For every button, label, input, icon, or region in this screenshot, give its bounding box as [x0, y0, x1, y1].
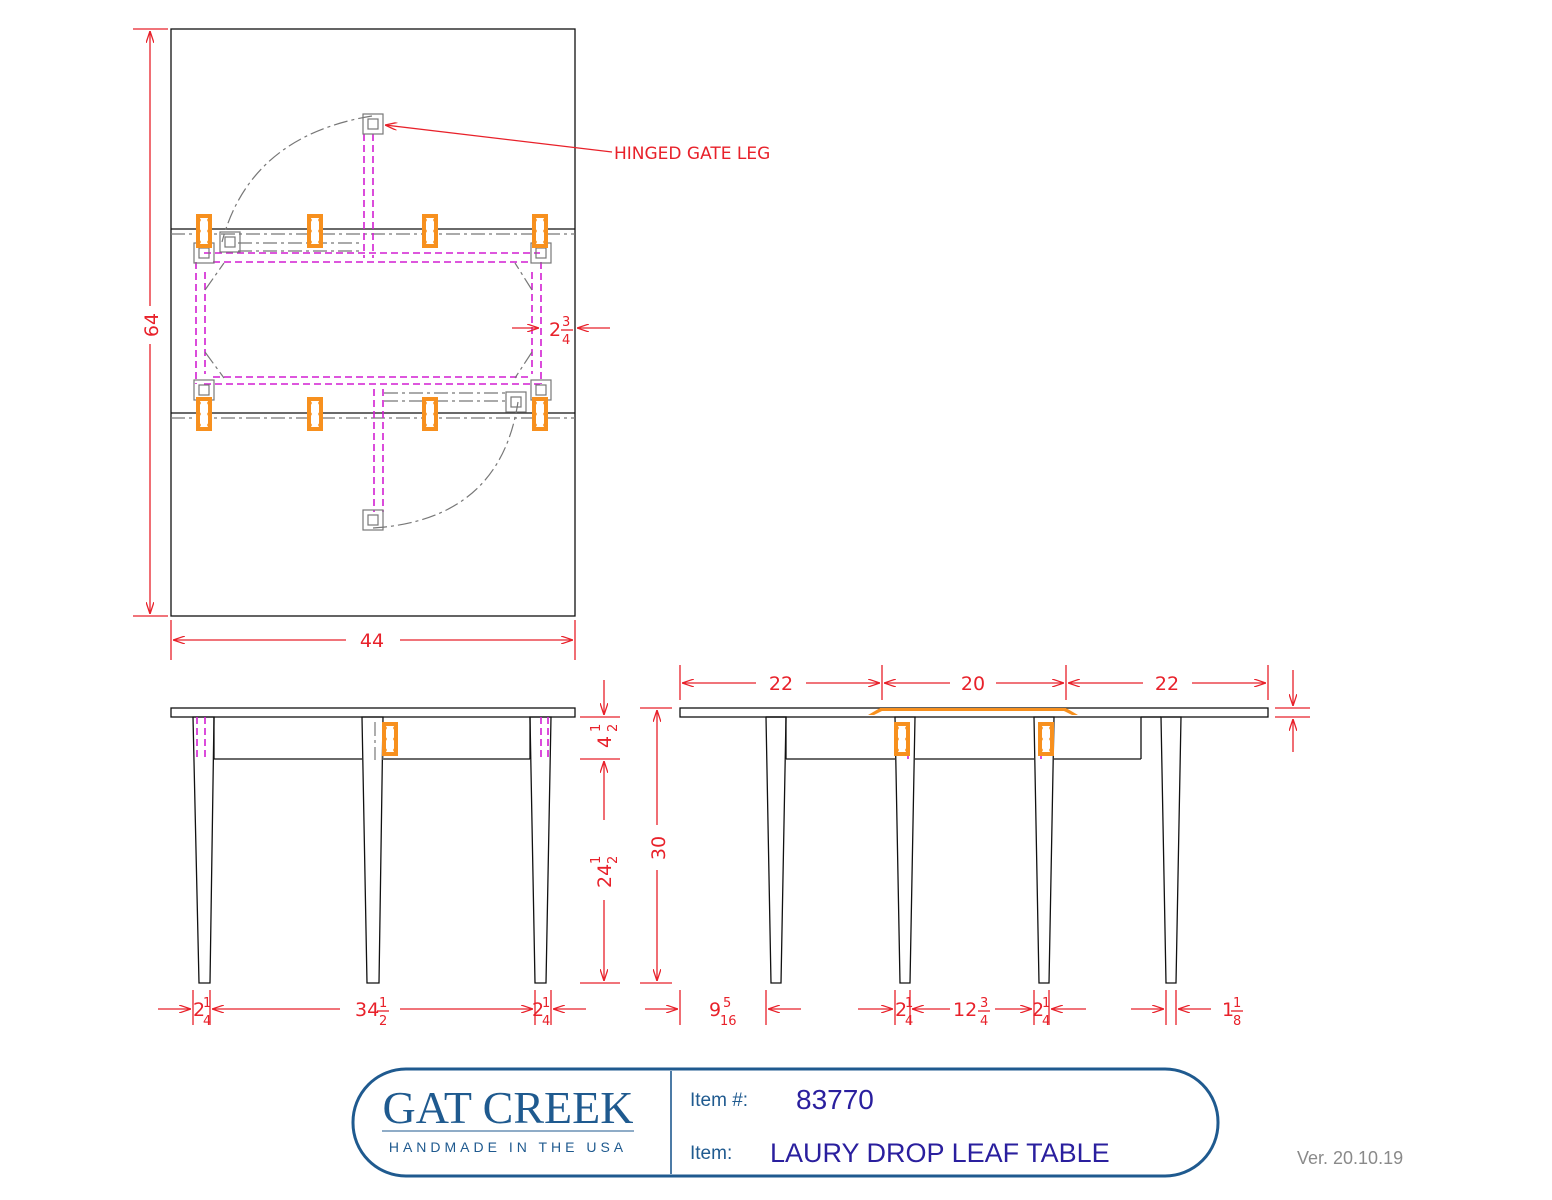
plan-view: 64 44 2 3 4 HINGED GATE LEG	[133, 28, 770, 660]
callout-hinged-gate-leg: HINGED GATE LEG	[614, 144, 770, 164]
brand-tagline: HANDMADE IN THE USA	[389, 1139, 627, 1155]
table-top-outline	[170, 28, 576, 617]
brand-logo: GAT CREEK	[383, 1082, 634, 1133]
version-label: Ver. 20.10.19	[1297, 1148, 1403, 1168]
dim-leg: 24	[594, 864, 616, 888]
svg-text:4: 4	[203, 1014, 211, 1029]
side-leg-1	[765, 716, 787, 984]
dim-leg-b: 2	[1032, 999, 1044, 1021]
svg-text:1: 1	[379, 996, 387, 1011]
svg-text:8: 8	[1233, 1014, 1241, 1029]
end-leg-left	[192, 716, 215, 984]
svg-text:4: 4	[562, 333, 570, 348]
svg-text:4: 4	[980, 1014, 988, 1029]
svg-text:1: 1	[905, 996, 913, 1011]
svg-text:16: 16	[720, 1014, 737, 1029]
svg-text:1: 1	[1233, 996, 1241, 1011]
svg-text:1: 1	[1042, 996, 1050, 1011]
end-top	[170, 707, 576, 718]
svg-text:3: 3	[562, 315, 570, 330]
item-label: Item:	[690, 1143, 732, 1164]
svg-text:5: 5	[723, 996, 731, 1011]
svg-text:2: 2	[606, 856, 621, 864]
dim-height: 30	[648, 836, 670, 860]
side-elevation: 22 20 22 9 5 16 2 1 4 12 3 4 2 1	[645, 665, 1310, 1029]
dim-leg-width-right: 2	[532, 999, 544, 1021]
gate-leg-rail-top	[363, 134, 374, 258]
end-leg-right	[529, 716, 552, 984]
svg-text:4: 4	[905, 1014, 913, 1029]
gate-leg-rail-bottom	[373, 389, 384, 512]
title-block: GAT CREEK HANDMADE IN THE USA Item #: 83…	[351, 1067, 1220, 1178]
gate-swing-arc-top	[221, 115, 373, 243]
dim-leg-span: 34	[355, 999, 379, 1021]
apron-frame	[195, 252, 542, 385]
svg-text:1: 1	[542, 996, 550, 1011]
item-number: 83770	[796, 1084, 874, 1115]
svg-text:1: 1	[589, 724, 604, 732]
side-leg-3	[1033, 716, 1055, 984]
dim-foot: 1	[1222, 999, 1234, 1021]
dim-leaf-left: 22	[769, 673, 793, 695]
dim-width: 44	[360, 630, 384, 652]
gate-swing-arc-bottom	[372, 401, 519, 529]
dim-between-legs: 12	[953, 999, 977, 1021]
side-leg-2	[894, 716, 916, 984]
svg-text:1: 1	[589, 856, 604, 864]
svg-text:4: 4	[542, 1014, 550, 1029]
leaf-hinges	[196, 214, 548, 431]
dim-overhang: 9	[709, 999, 721, 1021]
title-block-frame	[351, 1067, 1220, 1178]
item-number-label: Item #:	[690, 1090, 748, 1111]
dim-center: 20	[961, 673, 985, 695]
end-leg-center	[361, 716, 384, 984]
svg-text:2: 2	[379, 1014, 387, 1029]
svg-text:3: 3	[980, 996, 988, 1011]
end-elevation: 4 1 2 24 1 2 30 2 1 4 34 1 2 2 1 4	[158, 680, 672, 1029]
dim-length: 64	[141, 313, 163, 337]
side-leg-4	[1160, 716, 1182, 984]
item-name: LAURY DROP LEAF TABLE	[770, 1138, 1110, 1168]
svg-text:2: 2	[606, 724, 621, 732]
dim-apron: 4	[594, 736, 616, 748]
dim-apron-inset: 2	[549, 319, 561, 341]
svg-text:4: 4	[1042, 1014, 1050, 1029]
dim-leg-a: 2	[895, 999, 907, 1021]
dim-leaf-right: 22	[1155, 673, 1179, 695]
svg-text:1: 1	[203, 996, 211, 1011]
dim-leg-width-left: 2	[193, 999, 205, 1021]
